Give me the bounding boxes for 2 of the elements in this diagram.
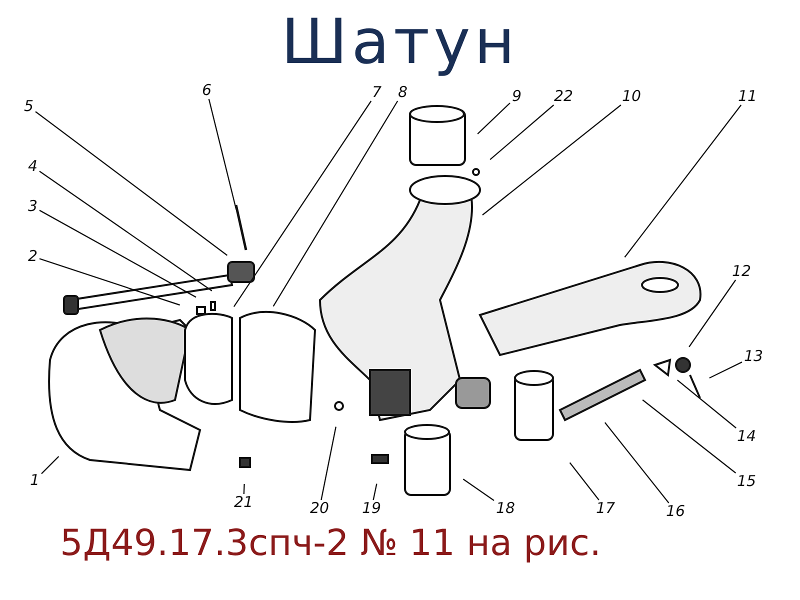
title: Шатун bbox=[281, 5, 519, 78]
caption: 5Д49.17.3спч-2 № 11 на рис. bbox=[60, 522, 602, 566]
